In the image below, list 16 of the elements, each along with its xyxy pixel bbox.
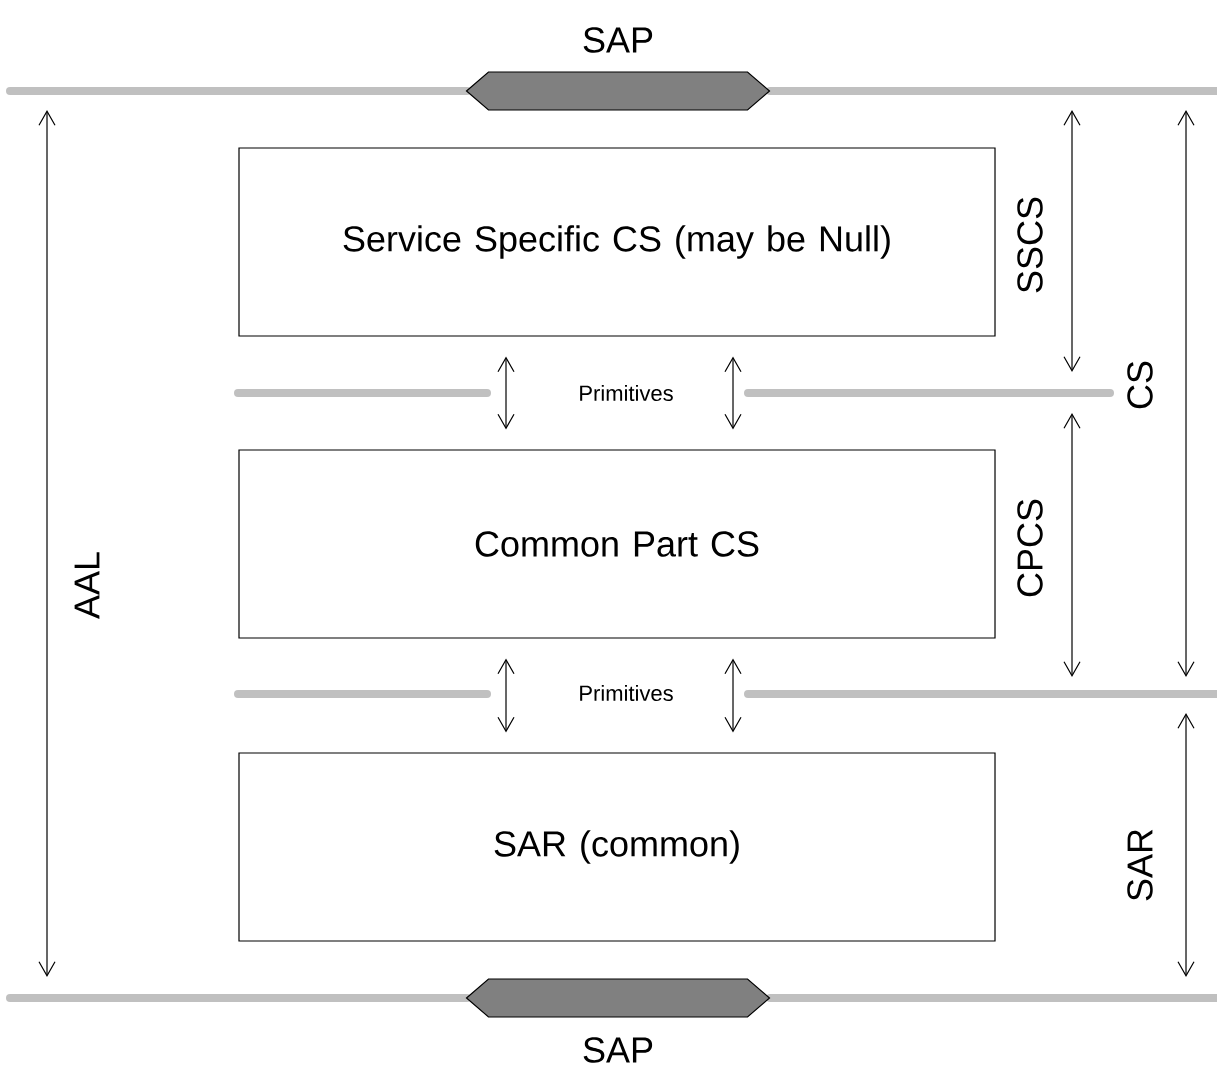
layer-box: SAR (common) <box>238 752 996 942</box>
double-arrow <box>724 658 742 733</box>
dimension-label: AAL <box>74 552 100 619</box>
double-arrow <box>724 356 742 430</box>
dimension-label: CS <box>1127 361 1153 409</box>
layer-box: Common Part CS <box>238 449 996 639</box>
access-point: SAP <box>465 27 771 111</box>
primitives-label: Primitives <box>580 384 673 402</box>
double-arrow <box>497 356 515 430</box>
node-label: SAP <box>583 27 653 53</box>
layer-box: Service Specific CS (may be Null) <box>238 147 996 337</box>
double-arrow <box>497 658 515 733</box>
dimension-label: SAR <box>1127 829 1153 901</box>
access-point: SAP <box>465 978 771 1063</box>
node-label: SAP <box>583 1037 653 1063</box>
primitives-label: Primitives <box>580 684 673 702</box>
